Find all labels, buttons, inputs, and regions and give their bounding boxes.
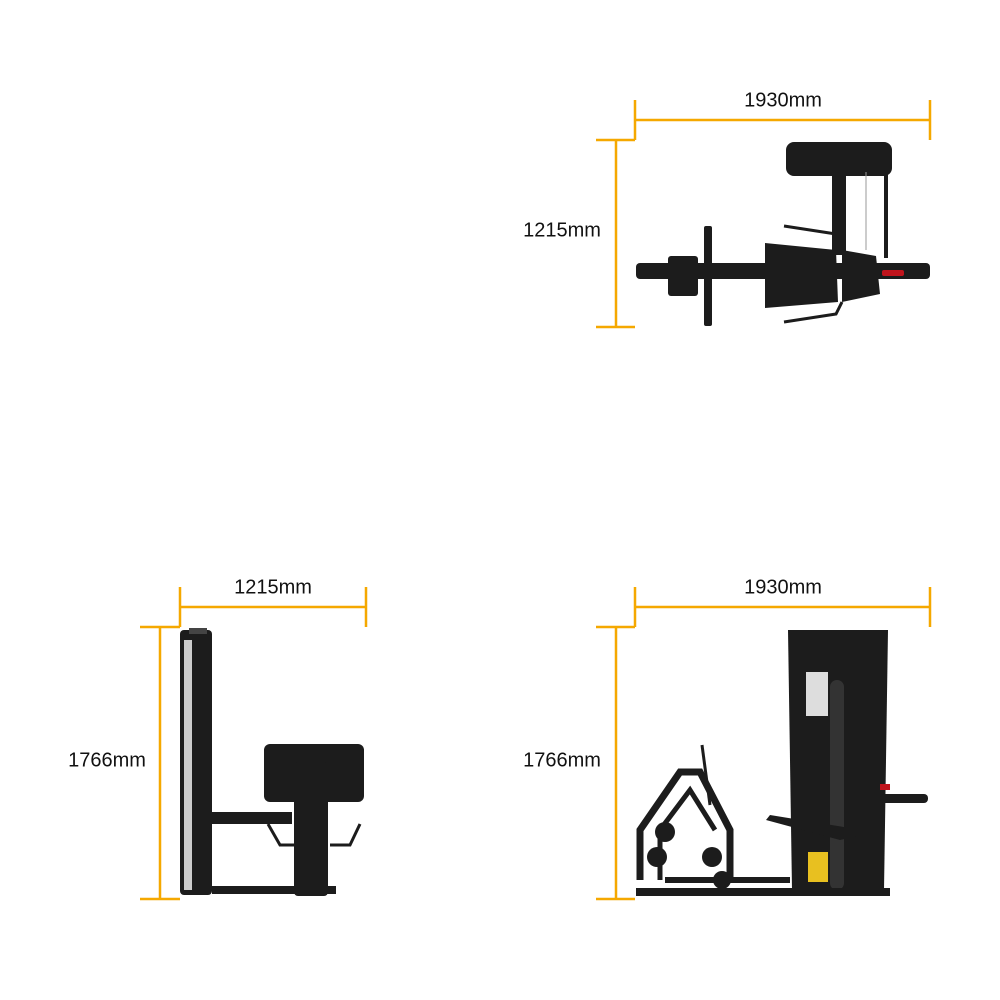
top-depth-line xyxy=(596,138,635,329)
front-view-dimensions xyxy=(596,587,932,901)
side-depth-line xyxy=(178,587,368,627)
side-height-label: 1766mm xyxy=(68,749,146,772)
top-width-line xyxy=(633,100,932,140)
side-view-machine xyxy=(180,628,364,896)
front-view-machine xyxy=(636,630,928,896)
front-height-line xyxy=(596,625,635,901)
top-depth-label: 1215mm xyxy=(523,219,601,242)
top-view-dimensions xyxy=(596,100,932,329)
top-view-machine xyxy=(636,142,930,326)
top-width-label: 1930mm xyxy=(744,89,822,112)
front-width-label: 1930mm xyxy=(744,576,822,599)
side-depth-label: 1215mm xyxy=(234,576,312,599)
front-width-line xyxy=(633,587,932,627)
side-height-line xyxy=(140,625,180,901)
side-view-dimensions xyxy=(140,587,368,901)
front-height-label: 1766mm xyxy=(523,749,601,772)
